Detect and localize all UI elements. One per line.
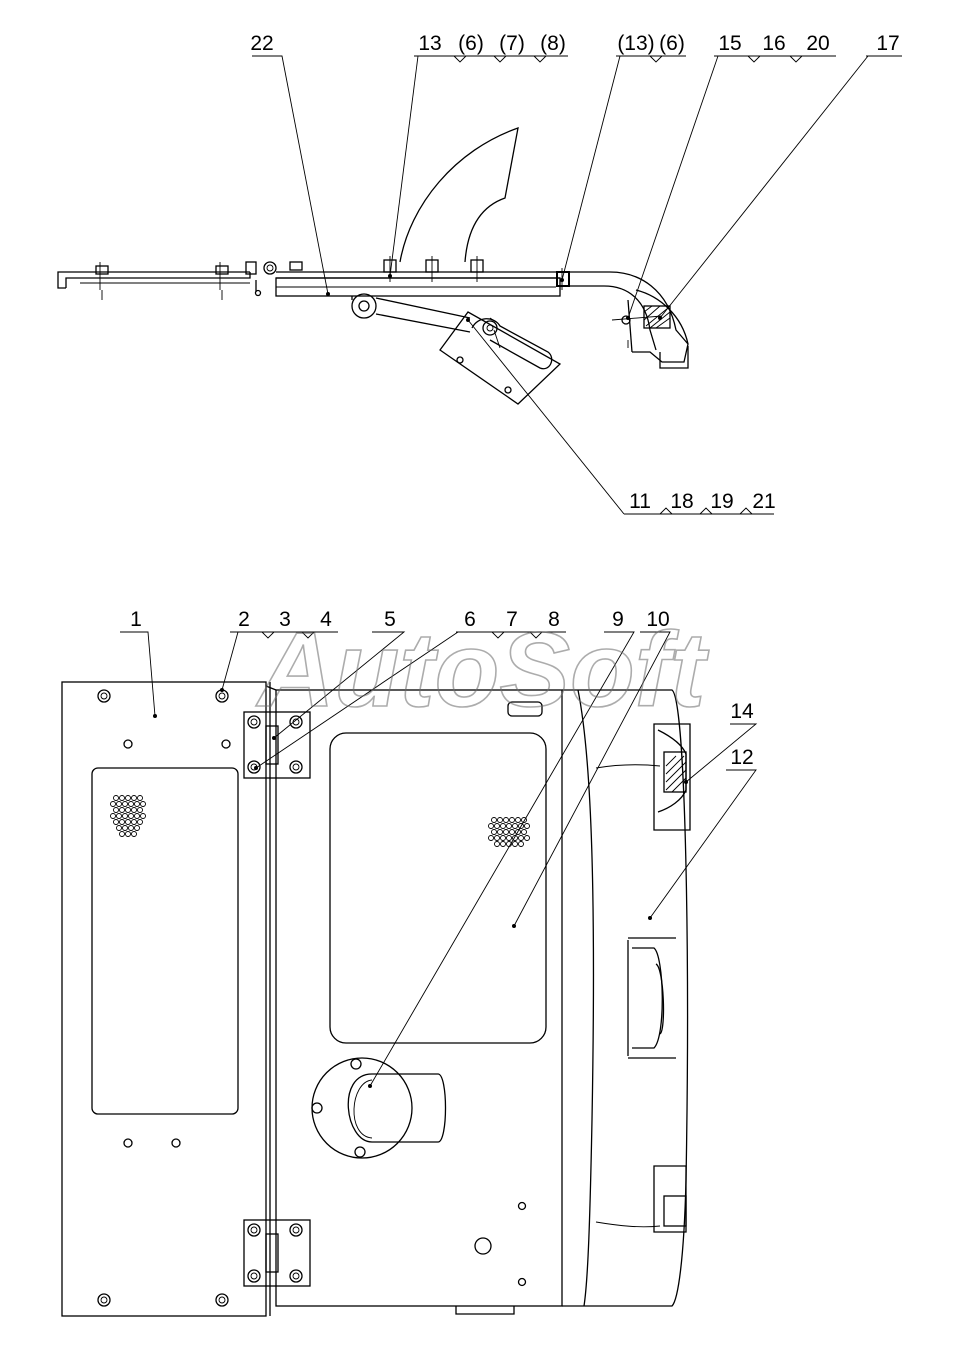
callout-2: 2 [238, 608, 250, 631]
callout-9: 9 [612, 608, 624, 631]
callout-19: 19 [710, 490, 733, 513]
callout-8-ref: (8) [540, 32, 566, 55]
callout-18: 18 [670, 490, 693, 513]
callout-4: 4 [320, 608, 332, 631]
callout-7-ref: (7) [499, 32, 525, 55]
callout-7: 7 [506, 608, 518, 631]
callout-12: 12 [730, 746, 753, 769]
callout-14: 14 [730, 700, 754, 723]
filler-flange [311, 1057, 447, 1159]
callout-6: 6 [464, 608, 476, 631]
vent-holes-middle [488, 817, 530, 847]
callout-22: 22 [250, 32, 273, 55]
callout-21: 21 [752, 490, 775, 513]
callout-16: 16 [762, 32, 785, 55]
top-view: 22 13 (6) (7) (8) (13) (6) 15 16 20 17 1… [57, 32, 902, 515]
callout-6-ref: (6) [458, 32, 484, 55]
watermark-logo: AutoSoft [255, 611, 709, 729]
callout-11: 11 [629, 490, 651, 513]
callout-15: 15 [718, 32, 741, 55]
front-view: 1 2 3 4 5 6 7 8 9 10 14 12 [61, 608, 758, 1317]
top-hinge [243, 711, 311, 779]
callout-8: 8 [548, 608, 560, 631]
callout-1: 1 [130, 608, 142, 631]
bottom-hinge [243, 1219, 311, 1287]
callout-20: 20 [806, 32, 829, 55]
callout-17: 17 [876, 32, 899, 55]
callout-13-ref: (13) [617, 32, 654, 55]
callout-6-ref-2: (6) [659, 32, 685, 55]
callout-10: 10 [646, 608, 669, 631]
callout-13: 13 [418, 32, 441, 55]
vent-holes-left [110, 795, 146, 837]
callout-3: 3 [279, 608, 291, 631]
callout-5: 5 [384, 608, 396, 631]
